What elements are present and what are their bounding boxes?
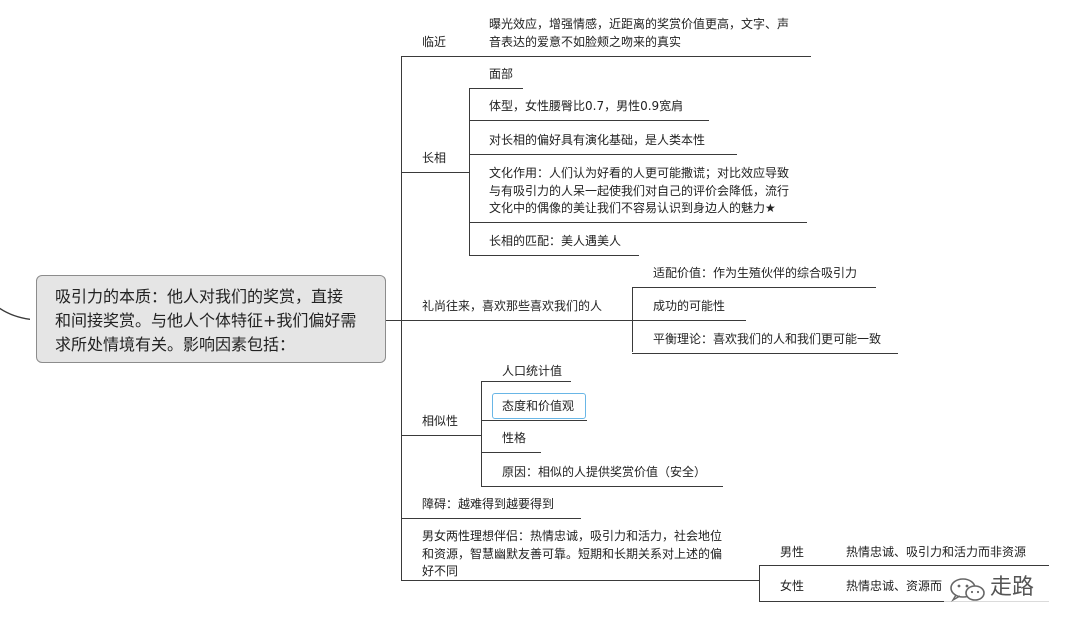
parent-connector: [0, 307, 30, 320]
branch-similarity[interactable]: 相似性: [422, 414, 459, 428]
root-topic[interactable]: 吸引力的本质：他人对我们的奖赏，直接 和间接奖赏。与他人个体特征+我们偏好需 求…: [36, 275, 386, 363]
similarity-attitudes[interactable]: 态度和价值观: [502, 399, 575, 413]
appearance-evolution[interactable]: 对长相的偏好具有演化基础，是人类本性: [489, 133, 706, 147]
branch-proximity-underline: [401, 56, 811, 57]
branch-reciprocity[interactable]: 礼尚往来，喜欢那些喜欢我们的人: [422, 299, 603, 313]
wechat-icon: [950, 578, 985, 602]
root-line-2: 和间接奖赏。与他人个体特征+我们偏好需: [55, 311, 357, 330]
branch-similarity-underline: [401, 435, 481, 436]
ideal-male-desc[interactable]: 热情忠诚、吸引力和活力而非资源: [846, 545, 1027, 559]
selected-node-highlight: [492, 393, 586, 419]
appearance-sub-trunk: [469, 89, 470, 255]
root-connector: [386, 320, 402, 321]
reciprocity-balance[interactable]: 平衡理论：喜欢我们的人和我们更可能一致: [653, 332, 882, 346]
ideal-sub-trunk: [759, 565, 760, 601]
branch-ideal-underline: [401, 580, 759, 581]
proximity-detail-line-1[interactable]: 曝光效应，增强情感，近距离的奖赏价值更高，文字、声: [489, 17, 790, 31]
root-line-1: 吸引力的本质：他人对我们的奖赏，直接: [55, 287, 344, 306]
appearance-face[interactable]: 面部: [489, 67, 514, 81]
watermark: 走路: [944, 571, 1054, 607]
appearance-matching-underline: [469, 255, 639, 256]
main-trunk: [401, 57, 402, 581]
similarity-personality-underline: [481, 452, 541, 453]
appearance-culture-line-1[interactable]: 文化作用：人们认为好看的人更可能撒谎；对比效应导致: [489, 166, 790, 180]
branch-appearance-underline: [401, 172, 469, 173]
similarity-demographics[interactable]: 人口统计值: [502, 364, 563, 378]
branch-appearance[interactable]: 长相: [422, 151, 447, 165]
branch-reciprocity-underline: [401, 320, 632, 321]
branch-proximity[interactable]: 临近: [422, 35, 447, 49]
proximity-detail-line-2: 音表达的爱意不如脸颊之吻来的真实: [489, 35, 682, 49]
ideal-female-underline: [759, 601, 1049, 602]
appearance-body[interactable]: 体型，女性腰臀比0.7，男性0.9宽肩: [489, 99, 684, 113]
appearance-culture-line-3: 文化中的偶像的美让我们不容易认识到身边人的魅力★: [489, 201, 776, 215]
appearance-face-underline: [469, 88, 523, 89]
ideal-female-desc[interactable]: 热情忠诚、资源而: [846, 579, 943, 593]
branch-ideal-line-3: 好不同: [422, 564, 459, 578]
appearance-culture-underline: [469, 222, 807, 223]
branch-ideal-line-1[interactable]: 男女两性理想伴侣：热情忠诚，吸引力和活力，社会地位: [422, 529, 723, 543]
watermark-text: 走路: [990, 575, 1035, 600]
branch-obstacle[interactable]: 障碍：越难得到越要得到: [422, 497, 555, 511]
reciprocity-success-underline: [632, 320, 746, 321]
similarity-attitudes-underline: [481, 420, 587, 421]
appearance-evolution-underline: [469, 154, 737, 155]
ideal-male-label[interactable]: 男性: [780, 545, 805, 559]
ideal-male-underline: [759, 565, 1049, 566]
appearance-culture-line-2: 与有吸引力的人呆一起使我们对自己的评价会降低，流行: [489, 184, 790, 198]
appearance-body-underline: [469, 120, 709, 121]
root-line-3: 求所处情境有关。影响因素包括：: [55, 335, 296, 354]
reciprocity-balance-underline: [632, 353, 898, 354]
similarity-demographics-underline: [481, 381, 571, 382]
similarity-sub-trunk: [481, 382, 482, 486]
similarity-personality[interactable]: 性格: [502, 431, 527, 445]
similarity-reason-underline: [481, 486, 723, 487]
ideal-female-label[interactable]: 女性: [780, 579, 805, 593]
reciprocity-success[interactable]: 成功的可能性: [653, 299, 726, 313]
reciprocity-fitness-underline: [632, 287, 876, 288]
branch-obstacle-underline: [401, 518, 581, 519]
similarity-reason[interactable]: 原因：相似的人提供奖赏价值（安全）: [502, 465, 707, 479]
appearance-matching[interactable]: 长相的匹配：美人遇美人: [489, 234, 622, 248]
reciprocity-fitness[interactable]: 适配价值：作为生殖伙伴的综合吸引力: [653, 266, 858, 280]
branch-ideal-line-2: 和资源，智慧幽默友善可靠。短期和长期关系对上述的偏: [422, 547, 723, 561]
